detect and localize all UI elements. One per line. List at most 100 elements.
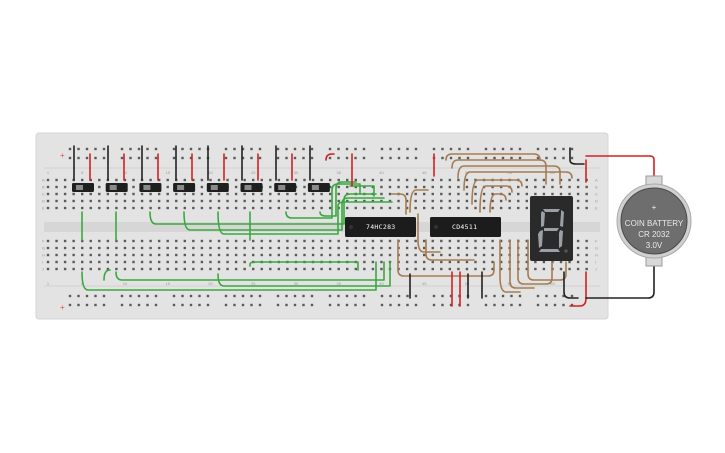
hole[interactable] <box>98 178 101 182</box>
hole[interactable] <box>585 246 588 250</box>
hole[interactable] <box>345 147 349 151</box>
hole[interactable] <box>55 260 58 264</box>
hole[interactable] <box>192 267 195 271</box>
hole[interactable] <box>276 147 280 151</box>
hole[interactable] <box>183 260 186 264</box>
hole[interactable] <box>209 192 212 196</box>
hole[interactable] <box>243 239 246 243</box>
hole[interactable] <box>406 147 409 151</box>
hole[interactable] <box>482 260 486 264</box>
hole[interactable] <box>200 192 204 196</box>
hole[interactable] <box>525 185 528 189</box>
hole[interactable] <box>491 192 494 196</box>
hole[interactable] <box>337 156 340 160</box>
hole[interactable] <box>81 199 84 203</box>
seven-segment-display[interactable] <box>530 196 573 261</box>
hole[interactable] <box>252 206 255 210</box>
hole[interactable] <box>146 156 149 160</box>
hole[interactable] <box>115 192 118 196</box>
hole[interactable] <box>328 303 332 307</box>
hole[interactable] <box>63 246 67 250</box>
hole[interactable] <box>123 199 127 203</box>
hole[interactable] <box>234 260 238 264</box>
hole[interactable] <box>46 185 50 189</box>
hole[interactable] <box>77 294 80 298</box>
hole[interactable] <box>431 192 434 196</box>
hole[interactable] <box>320 178 323 182</box>
hole[interactable] <box>380 192 383 196</box>
hole[interactable] <box>570 303 574 307</box>
hole[interactable] <box>209 199 212 203</box>
hole[interactable] <box>491 206 494 210</box>
hole[interactable] <box>46 199 50 203</box>
hole[interactable] <box>432 294 436 298</box>
hole[interactable] <box>397 156 401 160</box>
hole[interactable] <box>192 253 195 257</box>
slide-switch[interactable] <box>72 183 94 192</box>
hole[interactable] <box>206 294 210 298</box>
hole[interactable] <box>209 267 212 271</box>
hole[interactable] <box>474 253 477 257</box>
hole[interactable] <box>440 239 443 243</box>
hole[interactable] <box>510 294 513 298</box>
hole[interactable] <box>55 267 58 271</box>
hole[interactable] <box>525 246 528 250</box>
hole[interactable] <box>545 156 548 160</box>
hole[interactable] <box>166 267 169 271</box>
hole[interactable] <box>346 206 349 210</box>
hole[interactable] <box>77 156 80 160</box>
hole[interactable] <box>175 246 178 250</box>
hole[interactable] <box>63 239 67 243</box>
hole[interactable] <box>137 303 141 307</box>
hole[interactable] <box>149 206 152 210</box>
hole[interactable] <box>508 199 511 203</box>
hole[interactable] <box>423 239 426 243</box>
hole[interactable] <box>46 239 50 243</box>
hole[interactable] <box>493 156 496 160</box>
hole[interactable] <box>337 253 340 257</box>
hole[interactable] <box>183 199 186 203</box>
hole[interactable] <box>397 178 400 182</box>
hole[interactable] <box>243 199 246 203</box>
hole[interactable] <box>542 178 546 182</box>
hole[interactable] <box>260 199 263 203</box>
hole[interactable] <box>380 294 384 298</box>
hole[interactable] <box>585 267 588 271</box>
hole[interactable] <box>440 267 443 271</box>
hole[interactable] <box>149 253 152 257</box>
hole[interactable] <box>183 246 186 250</box>
hole[interactable] <box>525 199 528 203</box>
hole[interactable] <box>380 267 383 271</box>
hole[interactable] <box>72 267 75 271</box>
hole[interactable] <box>157 192 161 196</box>
hole[interactable] <box>217 246 221 250</box>
hole[interactable] <box>474 246 477 250</box>
hole[interactable] <box>172 294 176 298</box>
hole[interactable] <box>542 260 546 264</box>
hole[interactable] <box>536 303 540 307</box>
hole[interactable] <box>568 260 571 264</box>
hole[interactable] <box>484 147 488 151</box>
hole[interactable] <box>493 147 496 151</box>
hole[interactable] <box>46 253 50 257</box>
chip-cd4511[interactable]: CD4511 <box>430 217 501 237</box>
hole[interactable] <box>380 239 383 243</box>
hole[interactable] <box>200 246 204 250</box>
hole[interactable] <box>98 239 101 243</box>
hole[interactable] <box>234 178 238 182</box>
hole[interactable] <box>55 185 58 189</box>
hole[interactable] <box>226 260 229 264</box>
hole[interactable] <box>102 156 106 160</box>
hole[interactable] <box>94 294 97 298</box>
hole[interactable] <box>250 294 253 298</box>
hole[interactable] <box>363 199 366 203</box>
hole[interactable] <box>441 294 444 298</box>
hole[interactable] <box>458 147 461 151</box>
hole[interactable] <box>568 267 571 271</box>
hole[interactable] <box>491 260 494 264</box>
hole[interactable] <box>250 147 253 151</box>
hole[interactable] <box>123 267 127 271</box>
hole[interactable] <box>226 253 229 257</box>
hole[interactable] <box>559 267 563 271</box>
hole[interactable] <box>55 199 58 203</box>
